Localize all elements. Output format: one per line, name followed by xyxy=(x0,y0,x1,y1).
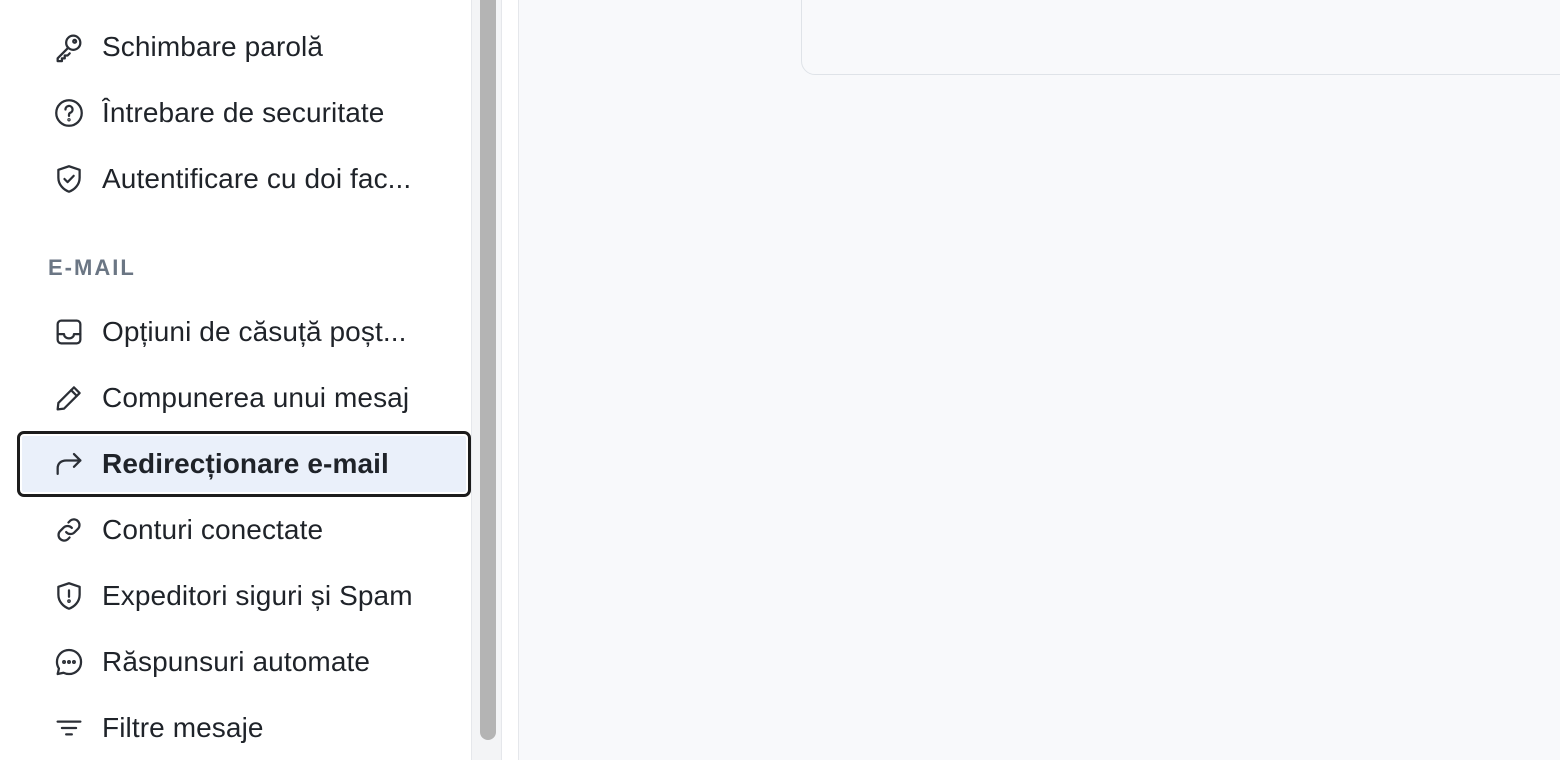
sidebar-item-label: Filtre mesaje xyxy=(102,712,264,743)
sidebar-item-label: Întrebare de securitate xyxy=(102,97,385,128)
section-header-email: E-MAIL xyxy=(48,255,136,280)
key-icon xyxy=(52,29,88,65)
shield-alert-icon xyxy=(52,578,88,614)
sidebar-item-label: Expeditori siguri și Spam xyxy=(102,580,413,611)
sidebar-item-safe-senders-spam[interactable]: Expeditori siguri și Spam xyxy=(20,566,468,626)
settings-sidebar: Schimbare parolă Întrebare de securitate… xyxy=(0,0,472,760)
sidebar-item-auto-replies[interactable]: Răspunsuri automate xyxy=(20,632,468,692)
sidebar-item-label: Conturi conectate xyxy=(102,514,324,545)
sidebar-item-label: Răspunsuri automate xyxy=(102,646,371,677)
question-circle-icon xyxy=(52,95,88,131)
link-icon xyxy=(52,512,88,548)
inbox-icon xyxy=(52,314,88,350)
sidebar-item-label: Schimbare parolă xyxy=(102,31,324,62)
main-content xyxy=(518,0,1560,760)
shield-check-icon xyxy=(52,161,88,197)
sidebar-item-connected-accounts[interactable]: Conturi conectate xyxy=(20,500,468,560)
sidebar-item-mailbox-options[interactable]: Opțiuni de căsuță poșt... xyxy=(20,302,468,362)
sidebar-item-message-filters[interactable]: Filtre mesaje xyxy=(20,698,468,758)
sidebar-item-email-forwarding[interactable]: Redirecționare e-mail xyxy=(17,431,471,497)
sidebar-item-label: Compunerea unui mesaj xyxy=(102,382,410,413)
filter-lines-icon xyxy=(52,710,88,746)
sidebar-item-label: Opțiuni de căsuță poșt... xyxy=(102,316,407,347)
content-card xyxy=(801,0,1560,75)
sidebar-scrollbar-thumb[interactable] xyxy=(480,0,496,740)
chat-bubble-icon xyxy=(52,644,88,680)
sidebar-item-label: Autentificare cu doi fac... xyxy=(102,163,412,194)
sidebar-scrollbar[interactable] xyxy=(472,0,502,760)
forward-arrow-icon xyxy=(52,446,88,482)
sidebar-item-label: Redirecționare e-mail xyxy=(102,448,389,479)
sidebar-item-change-password[interactable]: Schimbare parolă xyxy=(20,17,468,77)
sidebar-item-security-question[interactable]: Întrebare de securitate xyxy=(20,83,468,143)
sidebar-item-compose[interactable]: Compunerea unui mesaj xyxy=(20,368,468,428)
sidebar-item-two-factor[interactable]: Autentificare cu doi fac... xyxy=(20,149,468,209)
pencil-icon xyxy=(52,380,88,416)
